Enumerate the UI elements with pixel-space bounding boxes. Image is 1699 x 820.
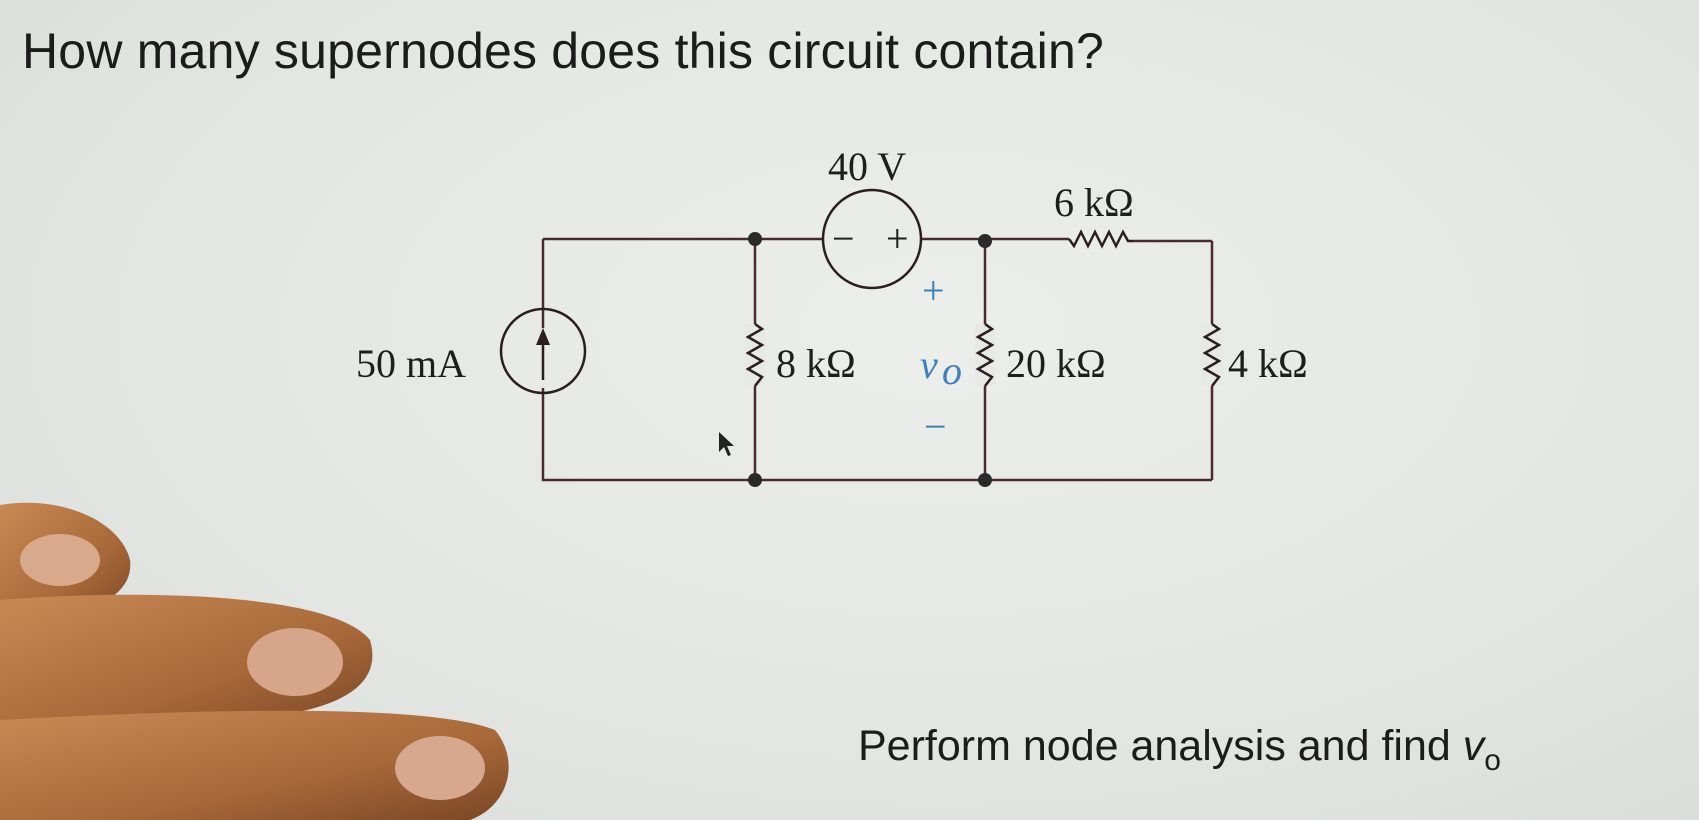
- output-minus: −: [924, 404, 947, 449]
- resistor-6k-label: 6 kΩ: [1054, 180, 1134, 225]
- instruction-text: Perform node analysis and find vo: [858, 722, 1501, 778]
- voltage-source-minus: −: [832, 216, 855, 261]
- resistor-20k: [975, 322, 995, 387]
- resistor-20k-label: 20 kΩ: [1006, 341, 1106, 386]
- current-source-label: 50 mA: [356, 341, 466, 386]
- fingernail-1: [20, 534, 100, 586]
- voltage-source-label: 40 V: [828, 144, 906, 189]
- resistor-8k-label: 8 kΩ: [776, 341, 856, 386]
- voltage-source-40v: [821, 188, 923, 290]
- finger-3: [0, 710, 509, 820]
- resistor-4k-label: 4 kΩ: [1228, 341, 1308, 386]
- finger-2: [0, 594, 373, 728]
- arrow-up-icon: [536, 328, 550, 345]
- circuit-nodes: [748, 232, 992, 487]
- resistor-4k: [1202, 322, 1222, 387]
- instruction-var-sub: o: [1484, 744, 1501, 777]
- fingernail-2: [247, 628, 343, 696]
- instruction-var: vo: [1462, 722, 1501, 777]
- fingernail-3: [395, 736, 485, 800]
- voltage-source-plus: +: [886, 216, 909, 261]
- current-source-50ma: [499, 307, 587, 395]
- question-text: How many supernodes does this circuit co…: [22, 23, 1104, 79]
- resistor-8k: [745, 322, 765, 387]
- instruction-main: Perform node analysis and find: [858, 722, 1463, 770]
- output-var: v: [920, 342, 938, 387]
- instruction-var-letter: v: [1462, 722, 1485, 770]
- output-plus: +: [922, 268, 945, 313]
- mouse-cursor-icon: [719, 432, 734, 456]
- output-sub: o: [942, 348, 962, 393]
- resistor-6k: [1067, 229, 1133, 249]
